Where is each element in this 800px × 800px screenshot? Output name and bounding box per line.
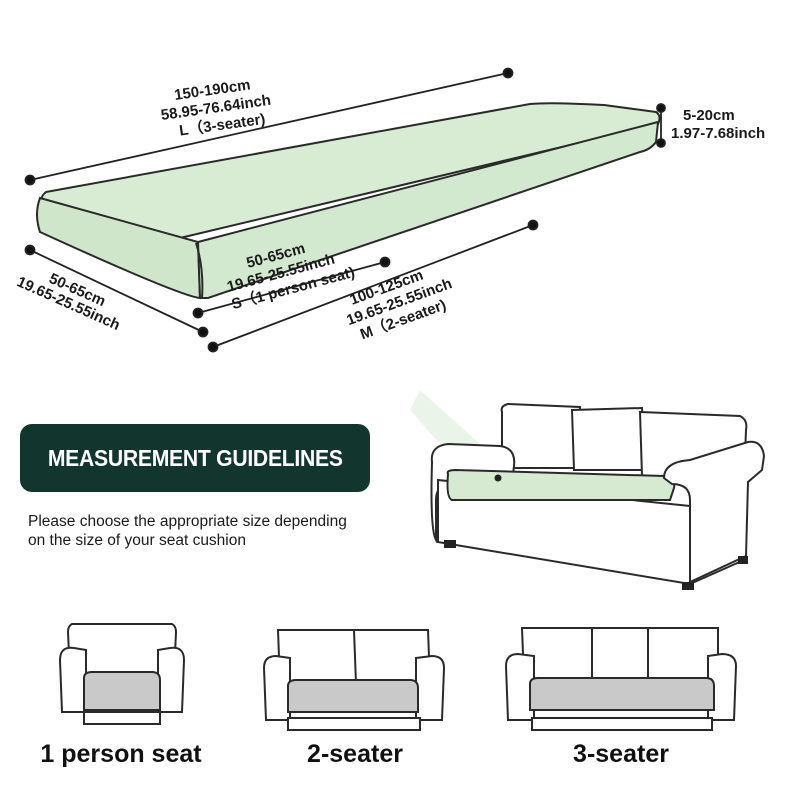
guide-title: MEASUREMENT GUIDELINES [47, 444, 343, 471]
size-label-2-seater: 2-seater [307, 740, 403, 768]
size-label-1-person: 1 person seat [40, 740, 202, 768]
height-inch: 1.97-7.68inch [671, 125, 765, 142]
armchair-illustration [58, 623, 186, 725]
size-label-3-seater: 3-seater [573, 740, 669, 768]
height-label: 5-20cm 1.97-7.68inch [671, 107, 765, 142]
cushion-side-face [196, 120, 660, 299]
three-seater-seat [529, 677, 715, 711]
loveseat-illustration [262, 629, 446, 731]
seat-cushion-illustration [36, 102, 661, 300]
height-cm: 5-20cm [683, 107, 735, 124]
measurement-guidelines-banner: MEASUREMENT GUIDELINES [20, 424, 370, 492]
loveseat-seat [287, 679, 419, 713]
guide-description: Please choose the appropriate size depen… [28, 513, 347, 549]
dimension-lines [24, 67, 666, 353]
large-sofa-seat [446, 468, 676, 501]
medium-label: 100-125cm 19.65-25.55inch M（2-seater) [344, 267, 454, 344]
cushion-front-face [36, 196, 202, 300]
length-label: 150-190cm 58.95-76.64inch L（3-seater) [160, 76, 272, 139]
armchair-seat [83, 671, 161, 711]
three-seater-illustration [504, 627, 738, 731]
large-sofa-illustration [410, 390, 766, 590]
